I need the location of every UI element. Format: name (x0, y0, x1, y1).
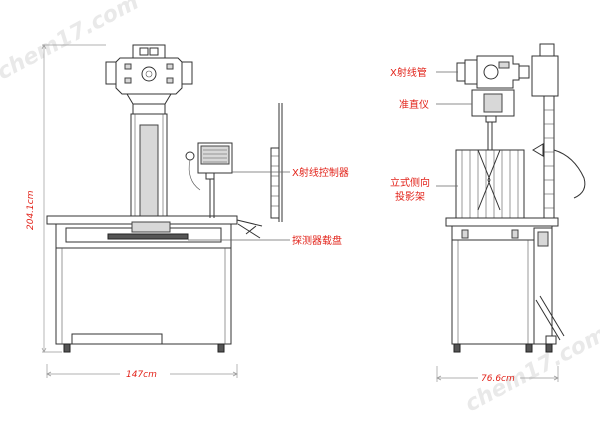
side-xray-tube (456, 55, 530, 89)
label-lateral-stand-line2: 投影架 (395, 190, 425, 203)
side-collimator (471, 89, 515, 123)
side-column (531, 43, 586, 227)
dimension-height: 204.1cm (26, 190, 36, 230)
label-xray-controller: X射线控制器 (292, 166, 349, 179)
side-view: X射线管 准直仪 立式侧向 投影架 76.6cm (390, 43, 586, 384)
side-width-dimension (436, 366, 559, 382)
front-table-top (46, 215, 263, 249)
label-lateral-stand-line1: 立式侧向 (390, 176, 430, 189)
label-xray-tube: X射线管 (390, 66, 427, 79)
dimension-width-side: 76.6cm (481, 374, 515, 384)
front-xray-controller (185, 142, 233, 218)
side-lateral-stand (455, 122, 525, 219)
front-column (130, 113, 168, 223)
front-width-dimension (46, 364, 238, 378)
front-detector-tray (270, 103, 283, 222)
front-height-dimension (41, 44, 106, 353)
dimension-width-front: 147cm (126, 370, 157, 380)
label-collimator: 准直仪 (399, 98, 429, 111)
front-tube-head (105, 44, 193, 115)
side-table (445, 217, 559, 241)
front-cabinet (55, 247, 232, 353)
side-cabinet (451, 227, 565, 353)
label-detector-tray: 探测器载盘 (292, 234, 342, 247)
front-view: X射线控制器 探测器载盘 204.1cm 147cm (26, 44, 349, 380)
